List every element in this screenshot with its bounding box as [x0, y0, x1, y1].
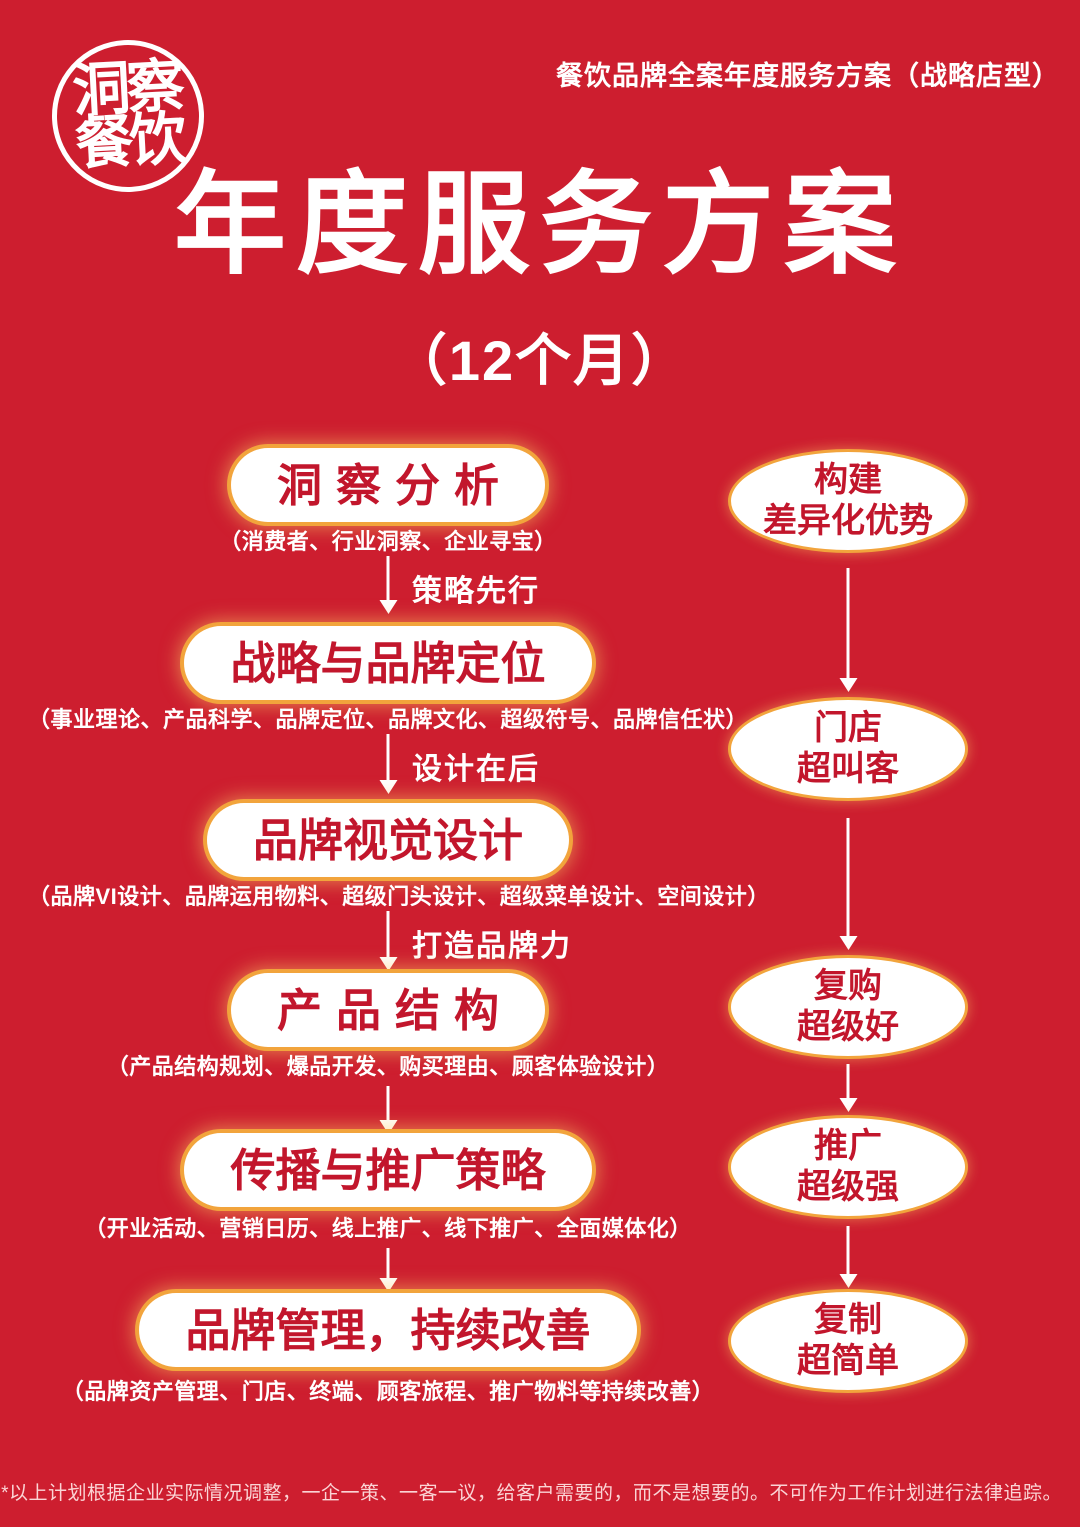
step-pill: 传播与推广策略: [184, 1133, 592, 1207]
outcome-column: 构建 差异化优势 门店 超叫客 复购 超级好 推广 超级强 复制 超简单: [731, 0, 965, 1527]
step-detail: （产品结构规划、爆品开发、购买理由、顾客体验设计）: [106, 1054, 670, 1079]
outcome-line: 超叫客: [797, 750, 899, 788]
footnote-disclaimer: *以上计划根据企业实际情况调整，一企一策、一客一议，给客户需要的，而不是想要的。…: [1, 1483, 1062, 1504]
step-pill: 战略与品牌定位: [184, 626, 592, 700]
outcome-line: 超级好: [797, 1008, 899, 1046]
outcome-line: 构建: [814, 460, 882, 499]
step-detail: （品牌资产管理、门店、终端、顾客旅程、推广物料等持续改善）: [61, 1379, 715, 1404]
step-detail: （事业理论、产品科学、品牌定位、品牌文化、超级符号、品牌信任状）: [28, 707, 749, 732]
outcome-line: 超简单: [797, 1342, 899, 1380]
step-pill: 品牌管理，持续改善: [139, 1293, 637, 1367]
flow-step-promotion-strategy: 传播与推广策略: [28, 1133, 748, 1207]
outcome-line: 超级强: [797, 1168, 899, 1206]
step-pill: 产品结构: [230, 973, 545, 1047]
page-subtitle: （12个月）: [390, 329, 690, 392]
flow-step-visual-design: 品牌视觉设计: [28, 803, 748, 877]
outcome-differentiation: 构建 差异化优势: [731, 452, 965, 550]
flow-step-brand-management: 品牌管理，持续改善: [28, 1293, 748, 1367]
outcome-repurchase: 复购 超级好: [731, 958, 965, 1056]
outcome-line: 复购: [814, 966, 882, 1005]
step-detail: （开业活动、营销日历、线上推广、线下推广、全面媒体化）: [84, 1216, 692, 1241]
down-arrow-icon: [386, 911, 390, 959]
flow-step-strategy-positioning: 战略与品牌定位: [28, 626, 748, 700]
outcome-line: 复制: [814, 1300, 882, 1339]
step-pill: 洞察分析: [230, 448, 545, 522]
arrow-label: 策略先行: [412, 575, 540, 608]
outcome-promotion: 推广 超级强: [731, 1118, 965, 1216]
down-arrow-icon: [846, 1226, 850, 1276]
page-title: 年度服务方案: [174, 162, 906, 287]
arrow-label: 打造品牌力: [412, 930, 572, 963]
step-detail: （消费者、行业洞察、企业寻宝）: [219, 529, 557, 554]
down-arrow-icon: [846, 568, 850, 680]
down-arrow-icon: [386, 556, 390, 602]
header-tagline: 餐饮品牌全案年度服务方案（战略店型）: [556, 61, 1060, 91]
outcome-line: 推广: [814, 1126, 882, 1165]
flow-step-insight: 洞察分析: [28, 448, 748, 522]
step-pill: 品牌视觉设计: [206, 803, 569, 877]
outcome-line: 差异化优势: [763, 502, 933, 540]
down-arrow-icon: [386, 1086, 390, 1122]
outcome-replication: 复制 超简单: [731, 1292, 965, 1390]
outcome-line: 门店: [814, 708, 882, 747]
down-arrow-icon: [846, 1064, 850, 1100]
down-arrow-icon: [386, 1248, 390, 1280]
down-arrow-icon: [386, 734, 390, 782]
step-detail: （品牌VI设计、品牌运用物料、超级门头设计、超级菜单设计、空间设计）: [28, 884, 770, 909]
arrow-label: 设计在后: [412, 753, 540, 786]
outcome-store-appeal: 门店 超叫客: [731, 700, 965, 798]
flow-step-product-structure: 产品结构: [28, 973, 748, 1047]
service-flow-column: 洞察分析 （消费者、行业洞察、企业寻宝） 策略先行 战略与品牌定位 （事业理论、…: [28, 0, 770, 1527]
down-arrow-icon: [846, 818, 850, 938]
